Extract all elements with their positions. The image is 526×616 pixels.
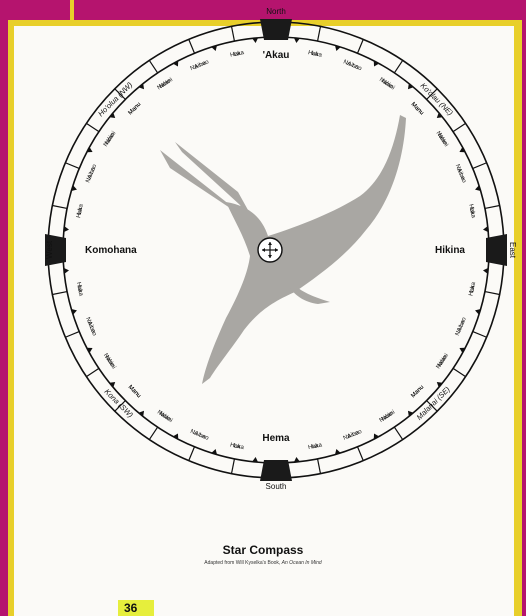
ring-tick: [52, 292, 67, 295]
direction-north: North: [266, 7, 286, 16]
house-name-label: Nalani: [435, 130, 449, 147]
ring-marker: [252, 457, 258, 462]
house-name-label: Na Leo: [343, 429, 364, 442]
cardinal-marker: [260, 19, 292, 40]
frigate-bird-icon: [160, 115, 406, 384]
house-name-label: Na Leo: [454, 164, 467, 185]
ring-tick: [394, 427, 402, 439]
ring-marker: [483, 226, 488, 232]
house-hema: Hema: [262, 433, 290, 444]
house-komohana: Komohana: [85, 245, 137, 256]
ring-tick: [189, 447, 195, 461]
ring-tick: [453, 368, 465, 376]
direction-west: West: [45, 240, 54, 259]
house-name-label: Nalani: [379, 410, 396, 424]
center-crosshair-icon: [258, 238, 282, 262]
ring-tick: [189, 39, 195, 53]
ring-tick: [232, 459, 235, 474]
ring-tick: [232, 26, 235, 41]
ring-tick: [86, 123, 98, 131]
house-name-label: Haka: [76, 203, 85, 219]
ring-tick: [65, 163, 79, 169]
page-number-badge: 36: [118, 600, 154, 616]
ring-tick: [485, 292, 500, 295]
house-name-label: Manu: [410, 384, 425, 399]
house-name-label: Manu: [127, 384, 142, 399]
ring-tick: [65, 332, 79, 338]
direction-south: South: [266, 482, 287, 491]
ring-tick: [86, 368, 98, 376]
house-akau: 'Akau: [263, 50, 290, 61]
credit-prefix: Adapted from Will Kyselka's Book,: [204, 560, 280, 566]
ring-marker: [483, 268, 488, 274]
ring-tick: [485, 206, 500, 209]
ring-tick: [149, 60, 157, 72]
ring-tick: [453, 123, 465, 131]
ring-tick: [149, 427, 157, 439]
caption-title: Star Compass: [0, 543, 526, 557]
ring-marker: [252, 38, 258, 43]
ring-tick: [318, 26, 321, 41]
ring-marker: [64, 268, 69, 274]
ring-tick: [358, 39, 364, 53]
credit-book: An Ocean In Mind: [282, 560, 322, 566]
house-name-label: Na Leo: [84, 317, 97, 338]
ring-tick: [473, 163, 487, 169]
ring-tick: [394, 60, 402, 72]
house-name-label: Nalani: [102, 353, 116, 370]
ring-tick: [473, 332, 487, 338]
ring-tick: [52, 206, 67, 209]
house-name-label: Manu: [128, 102, 143, 117]
house-name-label: Manu: [410, 102, 425, 117]
ring-tick: [318, 459, 321, 474]
direction-east: East: [508, 242, 517, 259]
cardinal-marker: [260, 460, 292, 481]
house-name-label: Na Leo: [85, 163, 98, 184]
cardinal-marker: [486, 234, 507, 266]
ring-tick: [358, 447, 364, 461]
ring-marker: [294, 38, 300, 43]
house-name-label: Haka: [75, 282, 84, 298]
house-name-label: Haka: [308, 442, 324, 451]
house-hikina: Hikina: [435, 245, 465, 256]
ring-marker: [294, 457, 300, 462]
caption-credit: Adapted from Will Kyselka's Book, An Oce…: [0, 560, 526, 566]
page-number: 36: [124, 601, 137, 615]
ring-marker: [64, 226, 69, 232]
house-name-label: Nalani: [103, 130, 117, 147]
house-name-label: Haka: [467, 204, 476, 220]
